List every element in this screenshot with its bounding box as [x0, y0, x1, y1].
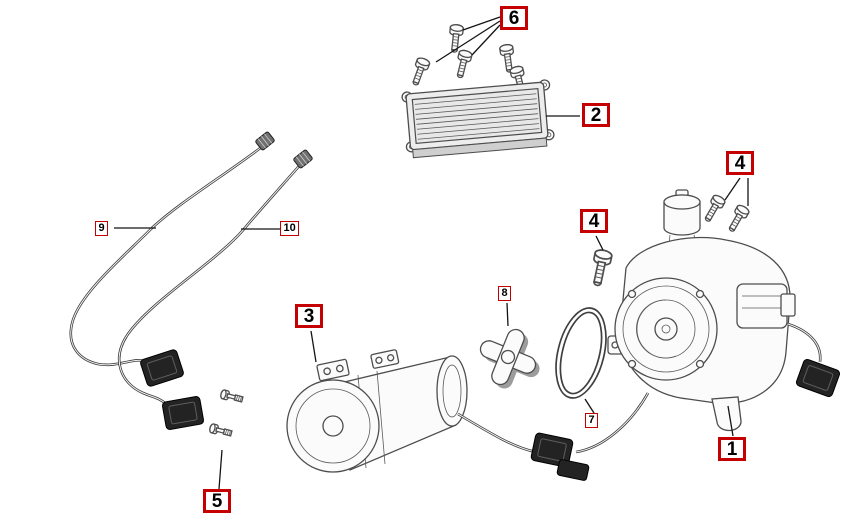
o-ring-part-7: [555, 307, 607, 399]
part-callout-2: 2: [582, 103, 610, 127]
part-callout-4-upper: 4: [726, 151, 754, 175]
part-callout-5: 5: [203, 489, 231, 513]
part-callout-4-lower: 4: [580, 209, 608, 233]
part-callout-10: 10: [280, 221, 300, 236]
part-callout-9: 9: [95, 221, 109, 236]
part-callout-1: 1: [718, 437, 746, 461]
leader-lines: [114, 16, 749, 490]
motor-part-3: [286, 349, 537, 473]
part-callout-3: 3: [295, 304, 323, 328]
part-callout-6: 6: [500, 6, 528, 30]
screws-part-5: [208, 388, 245, 439]
harness-part-9: [69, 130, 276, 388]
pump-assembly-part-1: [607, 189, 842, 432]
control-module-part-2: [401, 79, 555, 159]
motor-pump-connector: [530, 392, 650, 481]
harness-part-10: [118, 148, 314, 431]
part-callout-8: 8: [498, 286, 512, 301]
part-callout-7: 7: [585, 413, 599, 428]
coupler-part-8: [479, 328, 540, 389]
